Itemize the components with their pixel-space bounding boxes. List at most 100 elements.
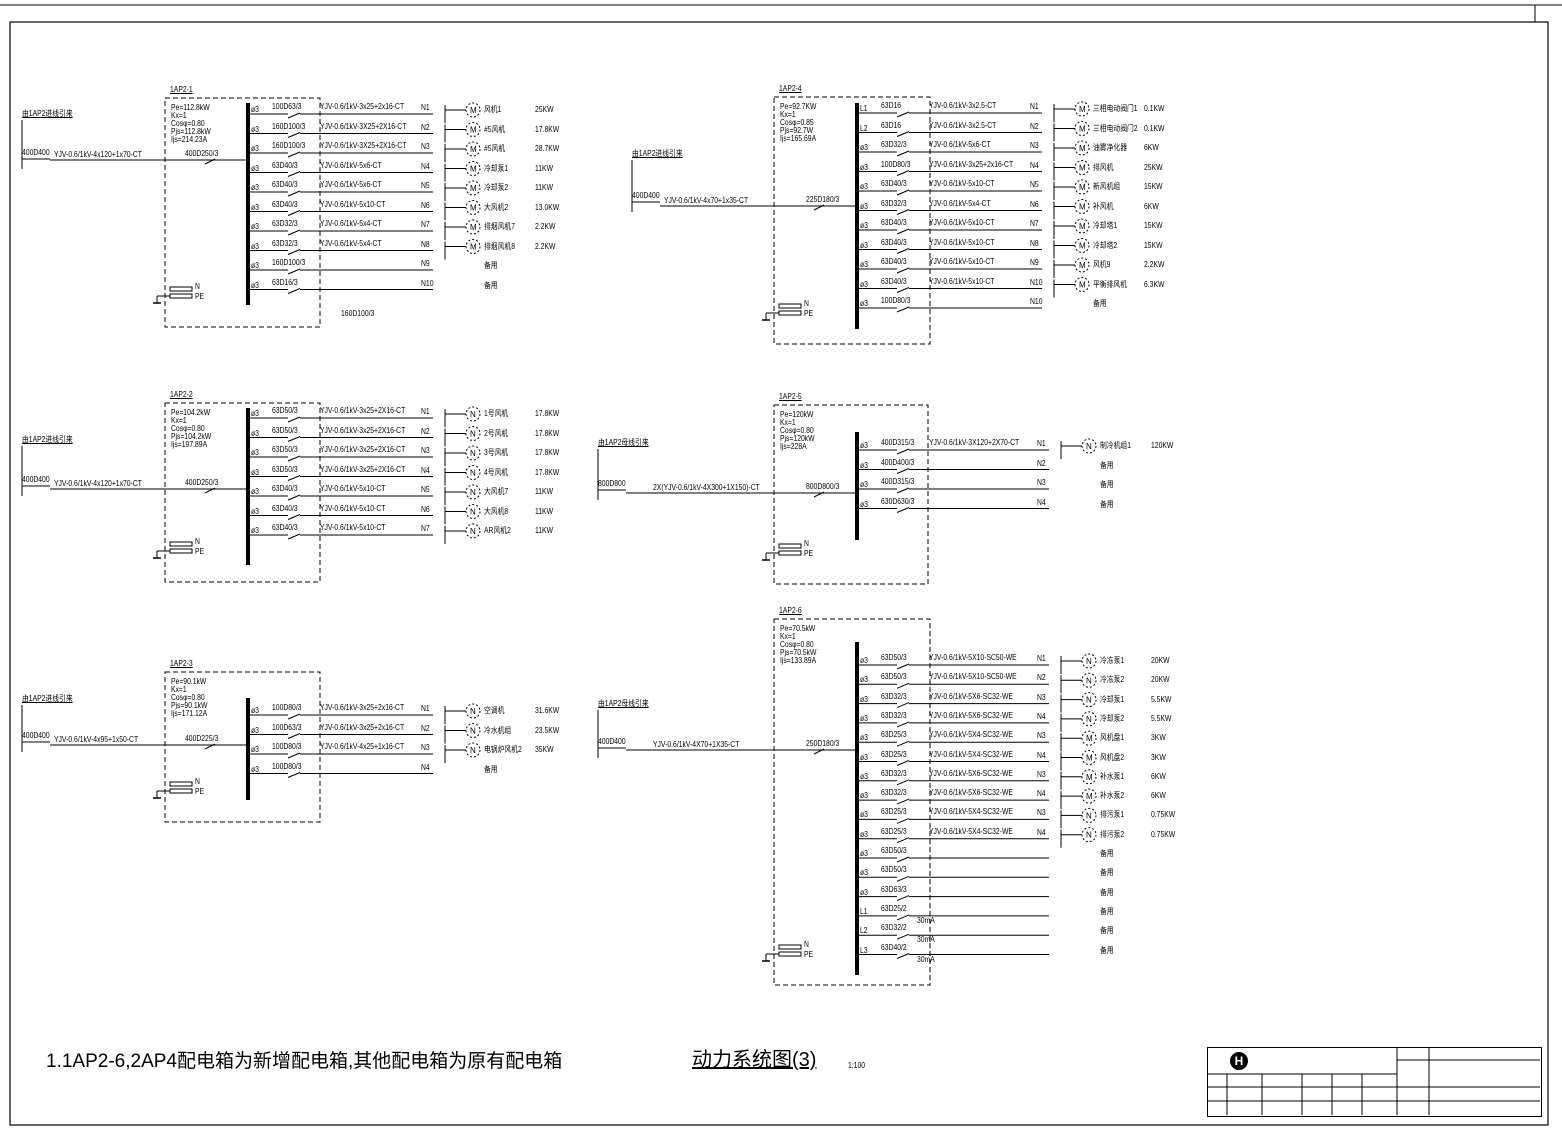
rcd-rating: 30mA — [917, 954, 935, 964]
circuit-cable-spec: YJV-0.6/1kV-5X4-SC32-WE — [929, 807, 1013, 817]
load-name: 电锅炉风机2 — [484, 745, 522, 754]
circuit-phase: ø3 — [860, 460, 868, 470]
load-name: 排烟风机7 — [484, 222, 515, 231]
circuit-breaker-rating: 100D80/3 — [881, 159, 911, 169]
n-bar — [169, 286, 193, 292]
circuit-breaker-rating: 63D32/3 — [272, 219, 298, 228]
circuit-phase: ø3 — [251, 202, 259, 212]
circuit-phase: ø3 — [860, 143, 868, 152]
breaker-contact-icon — [287, 171, 301, 177]
n-bar-label: N — [804, 299, 809, 308]
source-label: 由1AP2进线引来 — [632, 149, 683, 158]
feeder-cable-label: YJV-0.6/1kV-4x120+1x70-CT — [54, 479, 142, 488]
load-power: 0.1KW — [1144, 123, 1165, 133]
circuit-tag: N4 — [421, 762, 430, 772]
circuit-tag: N4 — [1030, 160, 1039, 170]
breaker-contact-icon — [287, 288, 301, 294]
panel-name: 1AP2-6 — [779, 606, 802, 615]
circuit-breaker-rating: 100D80/3 — [272, 742, 302, 751]
breaker-contact-icon — [896, 663, 910, 670]
load-name: 风机盘1 — [1100, 733, 1125, 743]
panel-load-info: Ijs=133.89A — [780, 656, 817, 665]
load-power: 11KW — [535, 163, 554, 173]
circuit-cable-spec: YJV-0.6/1kV-5x10-CT — [929, 257, 995, 266]
panel-load-info: Kx=1 — [171, 111, 187, 120]
breaker-contact-icon — [896, 228, 910, 235]
distribution-box-outline — [773, 618, 931, 986]
circuit-tag: N1 — [1030, 102, 1039, 111]
drawing-scale: 1:100 — [848, 1061, 866, 1070]
load-power: 15KW — [1144, 182, 1163, 191]
circuit-tag: N9 — [421, 259, 430, 268]
load-power: 5.5KW — [1151, 694, 1172, 704]
load-name: 备用 — [1100, 499, 1114, 509]
circuit-phase: ø3 — [251, 448, 259, 457]
incoming-breaker-label: 400D400 — [22, 475, 50, 484]
load-power: 28.7KW — [535, 144, 560, 153]
load-name: 风机9 — [1093, 260, 1111, 269]
breaker-contact-icon — [896, 817, 910, 824]
circuit-tag: N2 — [421, 426, 430, 436]
circuit-tag: N2 — [1037, 458, 1046, 468]
circuit-breaker-rating: 100D80/3 — [272, 703, 302, 712]
motor-symbol-letter: M — [470, 204, 477, 213]
breaker-contact-icon — [896, 507, 910, 513]
motor-symbol-letter: N — [470, 410, 476, 419]
motor-symbol-letter: N — [470, 488, 476, 497]
breaker-contact-icon — [896, 287, 910, 293]
circuit-cable-spec: YJV-0.6/1kV-5x6-CT — [320, 160, 382, 170]
circuit-phase: ø3 — [251, 725, 259, 735]
load-name: 备用 — [1100, 926, 1114, 936]
breaker-contact-icon — [896, 837, 910, 844]
title-block: H — [1207, 1047, 1542, 1117]
breaker-contact-icon — [896, 856, 910, 863]
breaker-contact-icon — [896, 111, 910, 118]
circuit-phase: ø3 — [251, 261, 259, 270]
circuit-phase: ø3 — [860, 480, 868, 489]
panel-load-info: Cosφ=0.80 — [780, 426, 814, 435]
panel-load-info: Pjs=92.7W — [780, 126, 814, 135]
circuit-tag: N6 — [1030, 199, 1039, 209]
circuit-tag: N3 — [1030, 141, 1039, 150]
circuit-breaker-rating: 63D16 — [881, 120, 902, 130]
breaker-contact-icon — [896, 914, 910, 921]
circuit-breaker-rating: 63D50/3 — [272, 464, 298, 474]
breaker-contact-icon — [896, 209, 910, 215]
panel-load-info: Pjs=112.8kW — [171, 127, 211, 136]
circuit-tag: N3 — [1037, 692, 1046, 702]
breaker-contact-icon — [287, 475, 301, 481]
circuit-cable-spec: YJV-0.6/1kV-3x2.5-CT — [929, 101, 997, 110]
circuit-cable-spec: YJV-0.6/1kV-5X4-SC32-WE — [929, 730, 1013, 740]
panel-load-info: Kx=1 — [780, 632, 796, 641]
circuit-cable-spec: YJV-0.6/1kV-5X6-SC32-WE — [929, 710, 1013, 720]
breaker-contact-icon — [287, 112, 301, 119]
breaker-contact-icon — [896, 740, 910, 747]
circuit-tag: N7 — [1030, 219, 1039, 228]
circuit-cable-spec: YJV-0.6/1kV-5x4-CT — [320, 219, 382, 228]
drawing-frame — [9, 21, 1549, 1126]
panel-load-info: Pe=120kW — [780, 410, 814, 419]
motor-symbol-letter: M — [1079, 261, 1086, 270]
circuit-breaker-rating: 63D40/3 — [272, 523, 298, 532]
circuit-phase: ø3 — [860, 810, 868, 820]
panel-load-info: Kx=1 — [171, 685, 187, 694]
circuit-phase: ø3 — [860, 499, 868, 509]
panel-load-info: Kx=1 — [780, 110, 796, 119]
load-power: 0.75KW — [1151, 810, 1176, 820]
circuit-breaker-rating: 63D32/3 — [881, 710, 907, 720]
motor-symbol-letter: N — [470, 727, 476, 736]
panel-load-info: Cosφ=0.80 — [171, 693, 205, 702]
breaker-contact-icon — [896, 468, 910, 474]
breaker-contact-icon — [287, 713, 301, 720]
load-power: 6KW — [1144, 201, 1159, 211]
motor-symbol-letter: N — [1086, 657, 1092, 666]
load-name: 备用 — [1100, 480, 1114, 489]
breaker-contact-icon — [896, 267, 910, 274]
load-power: 120KW — [1151, 441, 1174, 450]
circuit-cable-spec: YJV-0.6/1kV-3x25+2X16-CT — [320, 406, 406, 415]
circuit-phase: ø3 — [251, 280, 259, 290]
circuit-phase: ø3 — [860, 221, 868, 230]
circuit-phase: ø3 — [251, 706, 259, 715]
n-bar-label: N — [195, 537, 200, 546]
motor-symbol-letter: N — [470, 430, 476, 439]
